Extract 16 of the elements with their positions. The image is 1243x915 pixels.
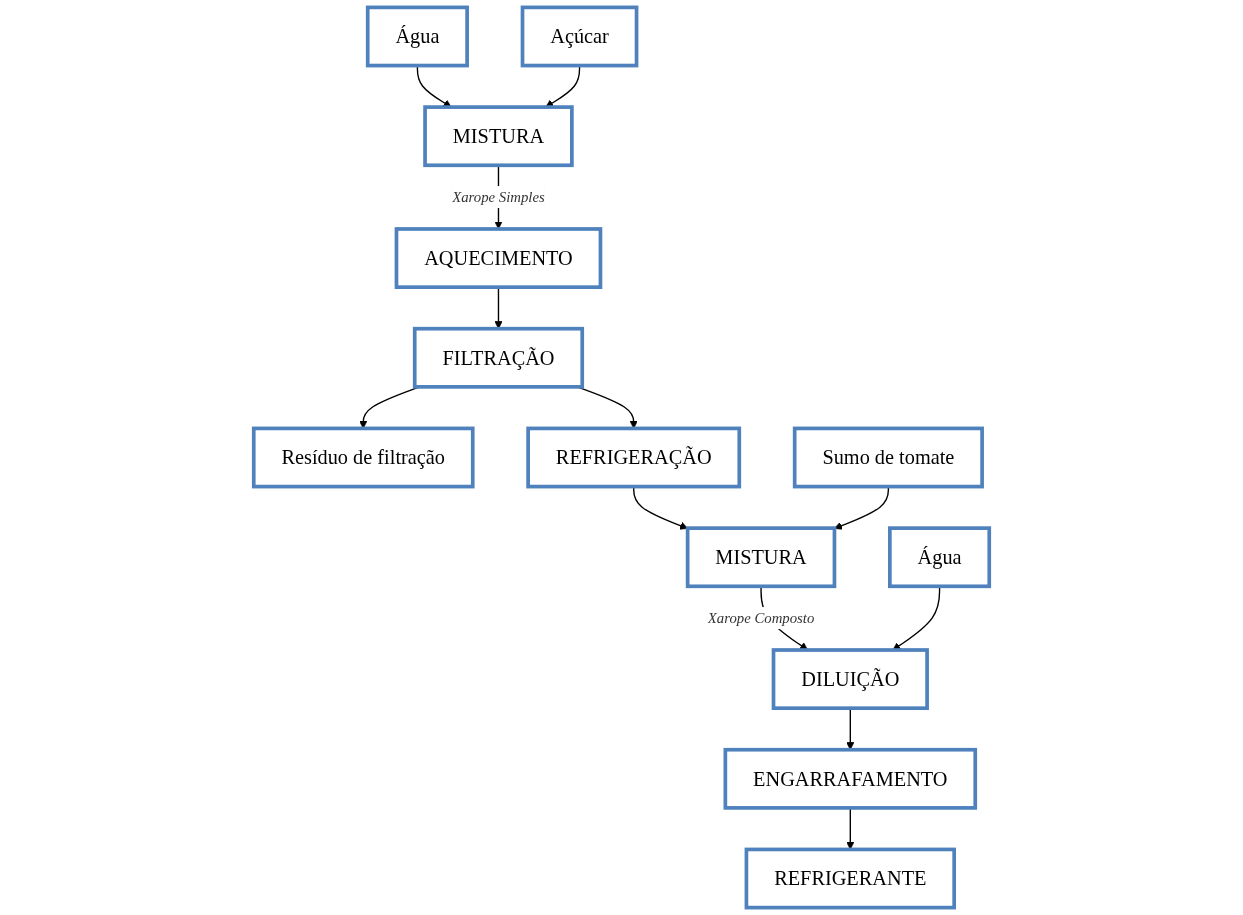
node-box: REFRIGERAÇÃO [526, 426, 742, 489]
arrow [846, 807, 855, 850]
node-box: Água [888, 526, 992, 589]
node-box: AQUECIMENTO [394, 227, 603, 289]
node-box: Água [365, 5, 469, 68]
node-box: MISTURA [685, 526, 837, 589]
edge-label: Xarope Composto [707, 609, 815, 626]
node-box: DILUIÇÃO [771, 648, 929, 711]
node-box: ENGARRAFAMENTO [723, 747, 978, 810]
node-box: Sumo de tomate [792, 426, 984, 489]
node-box: Resíduo de filtração [251, 426, 475, 489]
node-box: Açúcar [520, 5, 639, 68]
node-box: FILTRAÇÃO [412, 326, 585, 389]
node-box: REFRIGERANTE [744, 847, 956, 910]
node-box: MISTURA [423, 105, 574, 168]
edge-label: Xarope Simples [452, 188, 545, 205]
